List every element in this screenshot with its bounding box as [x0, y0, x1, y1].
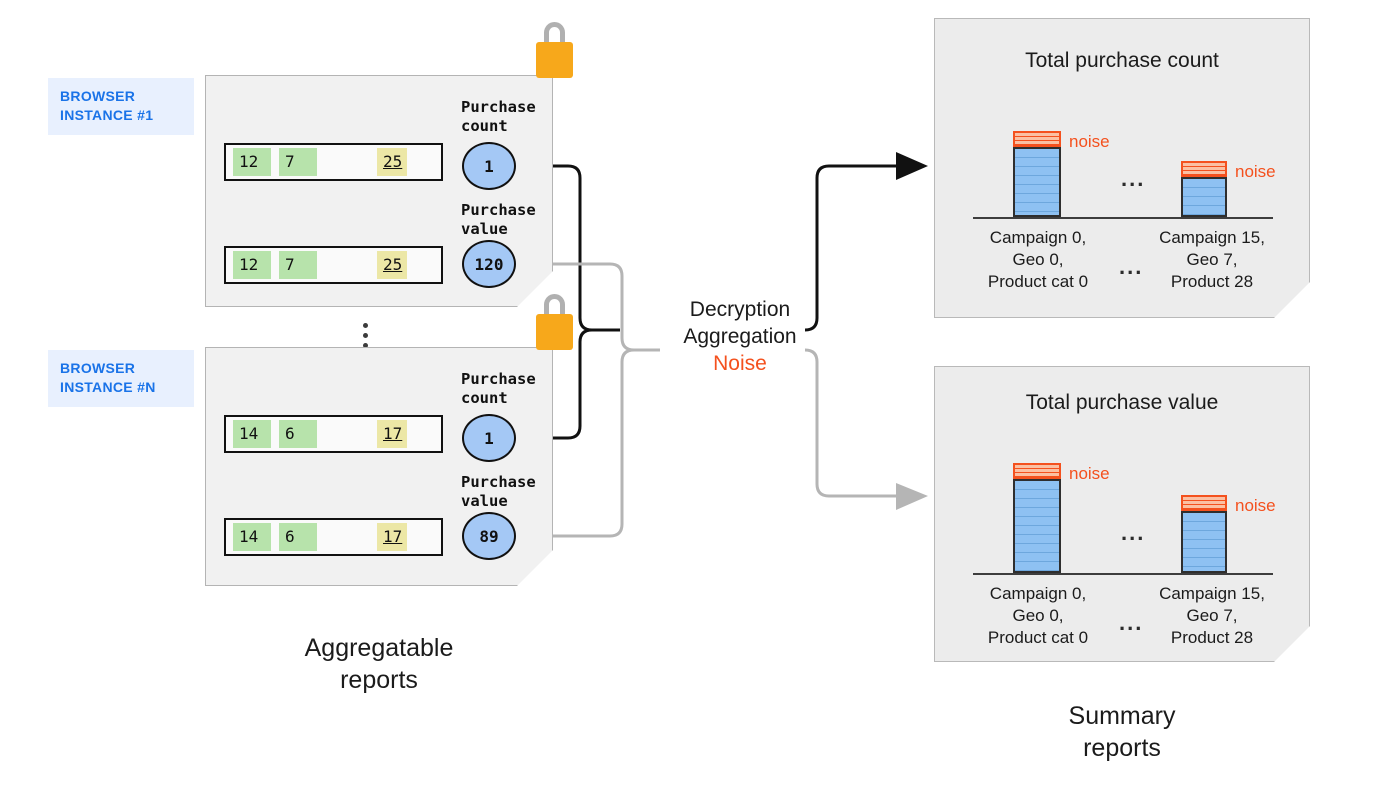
report-cell-key-2: 7 [279, 251, 317, 279]
bar-noise-segment [1181, 161, 1227, 177]
chart-xtick-label: Campaign 0, Geo 0, Product cat 0 [987, 584, 1089, 647]
chart-axis-value [973, 573, 1273, 575]
padlock-icon [533, 22, 575, 80]
bar-value-segment [1013, 147, 1061, 217]
report-row: 14 6 17 [224, 415, 443, 453]
report-row: 12 7 25 [224, 143, 443, 181]
summary-title-count: Total purchase count [1025, 49, 1219, 72]
aggregation-line-decryption: Decryption [689, 298, 791, 321]
report-cell-key-1: 12 [233, 148, 271, 176]
chart-xtick-label: Campaign 15, Geo 7, Product 28 [1159, 228, 1265, 291]
count-line-instance-n [516, 328, 620, 440]
purchase-value-bubble: 89 [462, 512, 516, 560]
bar-value-segment [1013, 479, 1061, 573]
padlock-icon [533, 294, 575, 352]
report-row: 12 7 25 [224, 246, 443, 284]
report-row: 14 6 17 [224, 518, 443, 556]
caption-aggregatable-reports: Aggregatable reports [304, 634, 454, 694]
bar-chart-count: noise ... noise Campaign 0, Geo 0, Produ… [935, 19, 1309, 317]
chart-xtick-ellipsis-icon: ... [1119, 254, 1144, 279]
arrowhead-value-icon [896, 483, 928, 510]
report-cell-key-1: 12 [233, 251, 271, 279]
bar-noise-segment [1013, 131, 1061, 147]
arrowhead-count-icon [896, 152, 928, 180]
output-line-count [804, 164, 896, 332]
summary-title-value: Total purchase value [1025, 391, 1219, 414]
chart-xtick-label: Campaign 15, Geo 7, Product 28 [1159, 584, 1265, 647]
value-line-instance-n [516, 348, 660, 538]
aggregation-line-noise: Noise [713, 352, 767, 375]
summary-report-panel-value: Total purchase value noise ... noise Cam… [934, 366, 1310, 662]
noise-annotation: noise [1235, 496, 1276, 515]
purchase-value-label: Purchase value [461, 473, 536, 510]
purchase-count-label: Purchase count [461, 98, 536, 135]
purchase-count-bubble: 1 [462, 414, 516, 462]
output-line-value [804, 348, 896, 498]
summary-report-panel-count: Total purchase count noise ... noise Cam… [934, 18, 1310, 318]
aggregation-node: Decryption Aggregation Noise [650, 296, 830, 377]
report-cell-key-2: 6 [279, 523, 317, 551]
report-cell-key-1: 14 [233, 420, 271, 448]
noise-annotation: noise [1069, 132, 1110, 151]
instance-tag-n: BROWSER INSTANCE #N [48, 350, 194, 407]
bar-noise-segment [1181, 495, 1227, 511]
bar-value-segment [1181, 511, 1227, 573]
chart-axis-count [973, 217, 1273, 219]
chart-ellipsis-icon: ... [1121, 520, 1146, 545]
purchase-value-label: Purchase value [461, 201, 536, 238]
purchase-count-bubble: 1 [462, 142, 516, 190]
chart-xtick-label: Campaign 0, Geo 0, Product cat 0 [987, 228, 1089, 291]
report-cell-value: 25 [377, 251, 407, 279]
report-cell-value: 17 [377, 420, 407, 448]
vertical-ellipsis-icon [358, 318, 372, 353]
bar-value-segment [1181, 177, 1227, 217]
purchase-count-label: Purchase count [461, 370, 536, 407]
noise-annotation: noise [1235, 162, 1276, 181]
report-cell-key-2: 6 [279, 420, 317, 448]
purchase-value-bubble: 120 [462, 240, 516, 288]
chart-xtick-ellipsis-icon: ... [1119, 610, 1144, 635]
chart-ellipsis-icon: ... [1121, 166, 1146, 191]
instance-tag-1: BROWSER INSTANCE #1 [48, 78, 194, 135]
noise-annotation: noise [1069, 464, 1110, 483]
bar-noise-segment [1013, 463, 1061, 479]
report-cell-value: 25 [377, 148, 407, 176]
bar-chart-value: noise ... noise Campaign 0, Geo 0, Produ… [935, 367, 1309, 661]
report-cell-value: 17 [377, 523, 407, 551]
caption-summary-reports: Summary reports [1068, 702, 1176, 762]
report-cell-key-2: 7 [279, 148, 317, 176]
report-cell-key-1: 14 [233, 523, 271, 551]
aggregatable-report-panel-1: 12 7 25 12 7 25 Purchase count Purchase … [205, 75, 553, 307]
aggregation-line-aggregation: Aggregation [683, 325, 797, 348]
